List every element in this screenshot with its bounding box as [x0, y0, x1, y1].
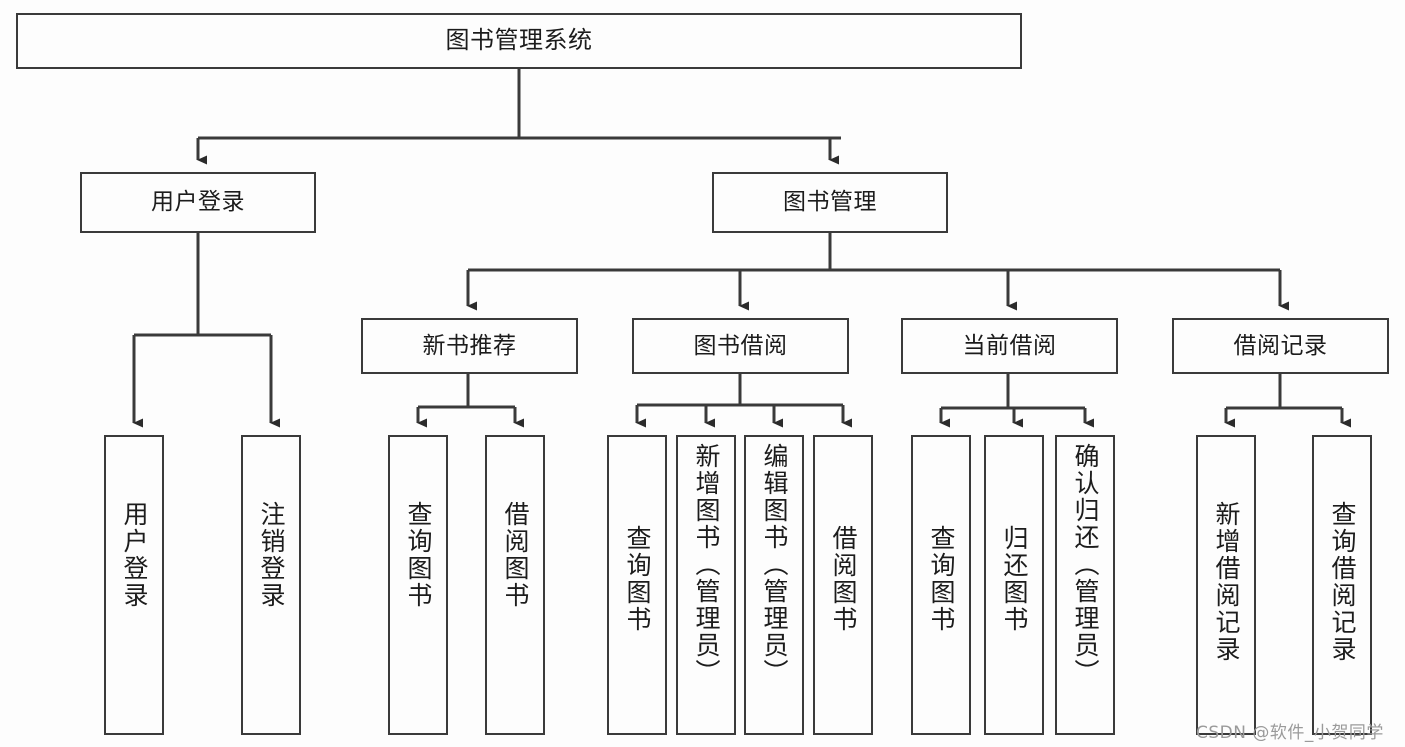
node-label: 新增图书（管理员）: [692, 443, 721, 686]
node-label: 编辑图书（管理员）: [760, 443, 789, 686]
node-label: 查询图书: [404, 501, 433, 609]
node-leaf-query-book[interactable]: 查询图书: [607, 435, 667, 735]
node-leaf-user-logout[interactable]: 注销登录: [241, 435, 301, 735]
node-label: 注销登录: [257, 501, 286, 609]
node-user-login[interactable]: 用户登录: [80, 172, 316, 233]
node-root-system[interactable]: 图书管理系统: [16, 13, 1022, 69]
node-book-borrow[interactable]: 图书借阅: [632, 318, 849, 374]
node-label: 确认归还（管理员）: [1071, 443, 1100, 686]
node-borrow-record[interactable]: 借阅记录: [1172, 318, 1389, 374]
node-leaf-return-book[interactable]: 归还图书: [984, 435, 1044, 735]
node-label: 新增借阅记录: [1212, 501, 1241, 663]
node-label: 归还图书: [1000, 525, 1029, 633]
node-label: 当前借阅: [962, 332, 1057, 359]
node-label: 借阅记录: [1233, 332, 1328, 359]
node-leaf-add-book[interactable]: 新增图书（管理员）: [676, 435, 736, 735]
node-label: 查询图书: [623, 525, 652, 633]
node-book-manage[interactable]: 图书管理: [712, 172, 948, 233]
node-label: 查询借阅记录: [1328, 501, 1357, 663]
node-new-book-rec[interactable]: 新书推荐: [361, 318, 578, 374]
node-leaf-edit-book[interactable]: 编辑图书（管理员）: [744, 435, 804, 735]
node-leaf-add-record[interactable]: 新增借阅记录: [1196, 435, 1256, 735]
node-label: 用户登录: [151, 189, 245, 216]
node-leaf-borrow-book-rec[interactable]: 借阅图书: [485, 435, 545, 735]
csdn-watermark: CSDN @软件_小贺同学: [1196, 723, 1384, 743]
node-label: 图书管理系统: [445, 26, 593, 55]
node-leaf-confirm-return[interactable]: 确认归还（管理员）: [1055, 435, 1115, 735]
node-label: 新书推荐: [422, 332, 517, 359]
node-label: 图书管理: [783, 189, 877, 216]
node-leaf-borrow-book[interactable]: 借阅图书: [813, 435, 873, 735]
node-label: 用户登录: [120, 501, 149, 609]
node-leaf-query-record[interactable]: 查询借阅记录: [1312, 435, 1372, 735]
node-leaf-query-book-cur[interactable]: 查询图书: [911, 435, 971, 735]
node-label: 借阅图书: [829, 525, 858, 633]
node-current-borrow[interactable]: 当前借阅: [901, 318, 1118, 374]
node-label: 图书借阅: [693, 332, 788, 359]
node-leaf-query-book-rec[interactable]: 查询图书: [388, 435, 448, 735]
node-label: 查询图书: [927, 525, 956, 633]
node-leaf-user-login[interactable]: 用户登录: [104, 435, 164, 735]
node-label: 借阅图书: [501, 501, 530, 609]
